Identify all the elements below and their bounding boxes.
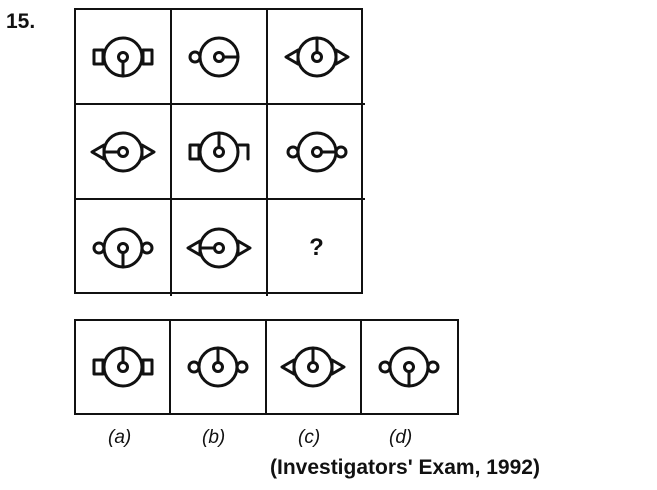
figure-dial [92, 36, 154, 77]
left-square-ear [92, 358, 105, 376]
left-square-ear [188, 143, 201, 160]
question-grid: ? [74, 8, 365, 296]
grid-cell-7 [76, 200, 172, 296]
option-c-figure [280, 346, 346, 388]
left-triangle-ear [186, 239, 202, 257]
left-circle-ear [187, 360, 201, 374]
option-d-label: (d) [389, 427, 413, 448]
grid-cell-4 [76, 105, 172, 200]
left-circle-ear [188, 50, 202, 63]
figure-dial [92, 227, 154, 269]
right-triangle-ear [236, 239, 252, 257]
right-square-ear [141, 358, 154, 376]
figure-dial [284, 36, 349, 77]
right-circle-ear [334, 145, 347, 158]
grid-cell-missing: ? [268, 200, 365, 296]
option-b-figure [187, 346, 249, 388]
answer-options [74, 319, 459, 415]
option-b-label: (b) [202, 427, 226, 448]
missing-figure-mark: ? [309, 234, 324, 261]
figure-dial [188, 36, 240, 77]
right-open-square-ear [237, 143, 250, 160]
grid-cell-3 [268, 10, 365, 105]
left-circle-ear [286, 145, 299, 158]
option-c-label: (c) [298, 427, 321, 448]
figure-dial [286, 131, 347, 172]
left-triangle-ear [280, 358, 296, 376]
left-triangle-ear [90, 143, 106, 160]
grid-cell-5 [172, 105, 268, 200]
grid-cell-1 [76, 10, 172, 105]
grid-cell-8 [172, 200, 268, 296]
option-d-figure [378, 346, 440, 388]
right-circle-ear [140, 241, 154, 255]
right-triangle-ear [330, 358, 346, 376]
right-circle-ear [235, 360, 249, 374]
option-a-box[interactable] [76, 321, 172, 413]
right-square-ear [141, 48, 154, 65]
option-b-box[interactable] [171, 321, 267, 413]
source-citation: (Investigators' Exam, 1992) [270, 456, 540, 479]
left-triangle-ear [284, 48, 299, 65]
option-a-label: (a) [108, 427, 132, 448]
figure-dial [186, 227, 252, 269]
left-square-ear [92, 48, 105, 65]
right-triangle-ear [334, 48, 349, 65]
left-circle-ear [92, 241, 106, 255]
grid-cell-6 [268, 105, 365, 200]
right-triangle-ear [140, 143, 156, 160]
option-a-figure [92, 346, 154, 388]
option-d-box[interactable] [362, 321, 457, 413]
figure-dial [90, 131, 156, 172]
right-circle-ear [426, 360, 440, 374]
option-c-box[interactable] [267, 321, 362, 413]
grid-cell-2 [172, 10, 268, 105]
figure-dial [188, 131, 250, 172]
question-number: 15. [6, 10, 36, 33]
left-circle-ear [378, 360, 392, 374]
